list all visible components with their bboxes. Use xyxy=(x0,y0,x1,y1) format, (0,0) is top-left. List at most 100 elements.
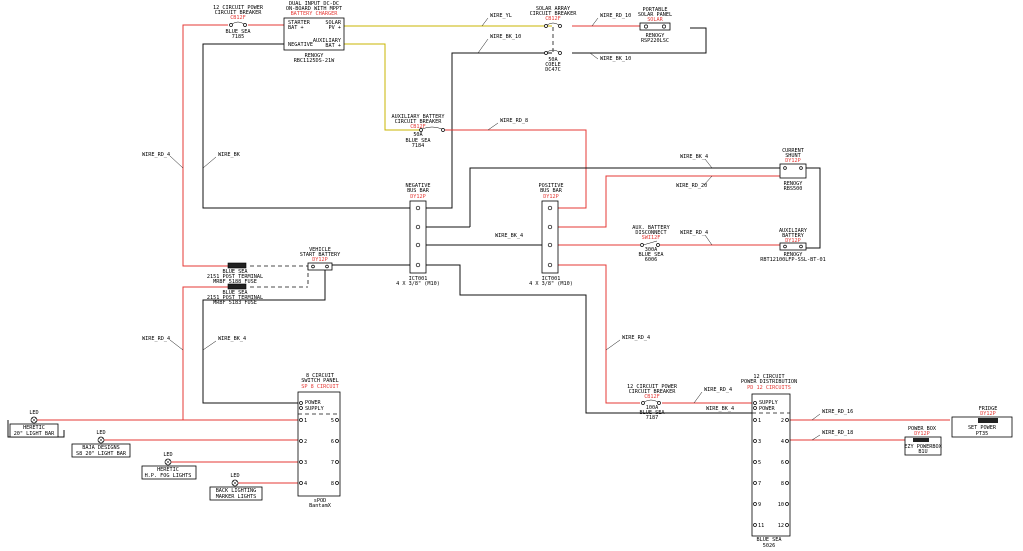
wire-label-lead xyxy=(202,340,217,351)
solar-panel-tag: SOLAR xyxy=(647,17,663,23)
terminal-icon xyxy=(325,264,329,269)
wire-label-rd4-pd: WIRE_RD_4 xyxy=(622,335,650,341)
bus-terminal-icon xyxy=(547,205,553,211)
pd-terminal-icon xyxy=(753,523,757,527)
switch-terminal-icon xyxy=(299,418,303,422)
aux-battery-tag: DY12P xyxy=(785,238,801,244)
led4-mfr1: BACK LIGHTING xyxy=(216,488,257,494)
breaker-arc-icon xyxy=(421,126,443,130)
wire-label-lead xyxy=(811,434,821,441)
aux-battery-line1: AUXILIARY xyxy=(779,228,808,234)
dcdc-starter1: STARTER xyxy=(288,20,311,26)
fuse2-line2: 2151 POST TERMINAL xyxy=(207,295,263,301)
breaker-terminal-icon xyxy=(544,51,548,55)
terminal-icon xyxy=(644,24,648,29)
aux-battery-box xyxy=(779,242,807,251)
terminal-icon xyxy=(783,166,787,170)
aux-battery[interactable]: AUXILIARY BATTERY DY12P RENOGY RBT12100L… xyxy=(760,228,826,263)
pd-terminal-number: 11 xyxy=(758,523,764,529)
breaker-arc-icon xyxy=(643,399,659,403)
pd-terminal-number: 2 xyxy=(781,418,784,424)
breaker-terminal-icon xyxy=(243,23,247,27)
breaker-terminal-icon xyxy=(657,401,661,405)
wire-black-neg-bus-3 xyxy=(420,264,752,414)
terminal-icon xyxy=(662,24,666,29)
fridge-mfr1: SET POWER xyxy=(968,425,997,431)
led2-mfr2: S8 20" LIGHT BAR xyxy=(76,451,127,457)
pos-bus-tag: DY12P xyxy=(543,194,559,200)
pd-terminal-number: 7 xyxy=(758,481,761,487)
starter-breaker[interactable]: 12 CIRCUIT POWER CIRCUIT BREAKER CB12F B… xyxy=(213,5,264,40)
switch-terminal-number: 5 xyxy=(331,418,334,424)
fuse-icon xyxy=(227,262,247,269)
bus-terminal-icon xyxy=(547,224,553,230)
aux-breaker-tag: CB12F xyxy=(410,124,426,130)
pd-terminal-icon xyxy=(785,439,789,443)
terminal-icon xyxy=(299,406,303,410)
fuse1-line1: BLUE SEA xyxy=(223,269,249,275)
pd-breaker[interactable]: 12 CIRCUIT POWER CIRCUIT BREAKER CB12F 1… xyxy=(627,384,678,421)
pd-breaker-tag: CB12F xyxy=(644,394,660,400)
breaker-terminal-icon xyxy=(544,24,548,28)
power-box[interactable]: POWER BOX DY12P EZY POWERBOX B1U xyxy=(904,426,943,456)
powerbox-mfr1: EZY POWERBOX xyxy=(904,444,942,450)
dcdc-line2: ON-BOARD WITH MPPT xyxy=(286,6,342,12)
vehicle-battery-line2: START BATTERY xyxy=(300,252,341,258)
led1-mfr2: 20" LIGHT BAR xyxy=(14,431,55,437)
fuse-icon xyxy=(227,283,247,290)
fuse-2[interactable]: BLUE SEA 2151 POST TERMINAL MRBF 5183 FU… xyxy=(207,283,263,306)
wire-black-shunt-bat xyxy=(806,167,821,249)
negative-bus-bar[interactable]: NEGATIVE BUS BAR DY12P ICT001 4 X 3/8" (… xyxy=(396,183,440,287)
pd-breaker-mfr2: BLUE SEA xyxy=(640,410,666,416)
fuse1-line3: MRBF 5188 FUSE xyxy=(213,279,257,285)
starter-breaker-line1: 12 CIRCUIT POWER xyxy=(213,5,264,11)
pd-line2: POWER DISTRIBUTION xyxy=(741,379,797,385)
dcdc-mfr1: RENOGY xyxy=(305,53,325,59)
fridge-line1: FRIDGE xyxy=(979,406,998,412)
dcdc-aux2: BAT + xyxy=(325,43,341,49)
led-cross-icon xyxy=(232,480,238,486)
bus-terminal-icon xyxy=(415,242,421,248)
solar-panel[interactable]: PORTABLE SOLAR PANEL SOLAR RENOGY RSP220… xyxy=(638,7,672,44)
switch-blade-icon xyxy=(642,240,658,246)
positive-bus-bar[interactable]: POSITIVE BUS BAR DY12P ICT001 4 X 3/8" (… xyxy=(529,183,573,287)
breaker-terminal-icon xyxy=(419,128,423,132)
pd-terminal-number: 6 xyxy=(781,460,784,466)
aux-breaker-mfr2: BLUE SEA xyxy=(406,138,432,144)
switch-panel[interactable]: 8 CIRCUIT SWITCH PANEL SP 8 CIRCUIT POWE… xyxy=(297,373,341,509)
pd-power: POWER xyxy=(759,406,775,412)
dcdc-solar1: SOLAR xyxy=(325,20,341,26)
pd-terminal-icon xyxy=(753,418,757,422)
led1-box xyxy=(9,423,59,438)
led-1[interactable]: LED HERETIC 20" LIGHT BAR xyxy=(9,410,59,438)
fridge-connector-icon xyxy=(978,418,998,423)
aux-breaker[interactable]: AUXILIARY BATTERY CIRCUIT BREAKER CB12F … xyxy=(391,114,445,149)
fridge[interactable]: FRIDGE DY12P SET POWER PT35 xyxy=(951,406,1013,438)
led-cross-icon xyxy=(31,417,37,423)
power-distribution[interactable]: 12 CIRCUIT POWER DISTRIBUTION PD 12 CIRC… xyxy=(741,374,797,549)
solar-breaker-line2: CIRCUIT BREAKER xyxy=(530,11,578,17)
pd-terminal-icon xyxy=(785,418,789,422)
pd-terminal-number: 4 xyxy=(781,439,784,445)
terminal-icon xyxy=(753,406,757,410)
aux-battery-disconnect[interactable]: AUX. BATTERY DISCONNECT SWI12F 300A BLUE… xyxy=(632,225,670,263)
pd-terminal-icon xyxy=(753,502,757,506)
starter-breaker-line2: CIRCUIT BREAKER xyxy=(215,10,263,16)
fuse-1[interactable]: BLUE SEA 2151 POST TERMINAL MRBF 5188 FU… xyxy=(207,262,263,285)
wire-labels: WIRE_YL WIRE_BK_10 WIRE_RD_10 WIRE_BK_10… xyxy=(142,13,853,441)
starter-breaker-tag: CB12F xyxy=(230,15,246,21)
dcdc-charger[interactable]: DUAL INPUT DC-DC ON-BOARD WITH MPPT BATT… xyxy=(283,1,345,64)
led-3[interactable]: LED HERETIC H.P. FOG LIGHTS xyxy=(141,452,197,480)
solar-breaker[interactable]: SOLAR ARRAY CIRCUIT BREAKER CB12F 50A CO… xyxy=(530,6,578,73)
vehicle-start-battery[interactable]: VEHICLE START BATTERY DY12P xyxy=(300,247,341,271)
led2-box xyxy=(71,443,131,458)
wire-label-lead xyxy=(169,155,184,169)
dcdc-starter2: BAT + xyxy=(288,25,304,31)
breaker-terminal-icon xyxy=(441,128,445,132)
pd-mfr2: 5026 xyxy=(763,543,776,549)
current-shunt[interactable]: CURRENT SHUNT DY12P RENOGY RBS500 xyxy=(779,148,807,192)
led-4[interactable]: LED BACK LIGHTING MARKER LIGHTS xyxy=(209,473,263,501)
led-2[interactable]: LED BAJA DESIGNS S8 20" LIGHT BAR xyxy=(71,430,131,458)
